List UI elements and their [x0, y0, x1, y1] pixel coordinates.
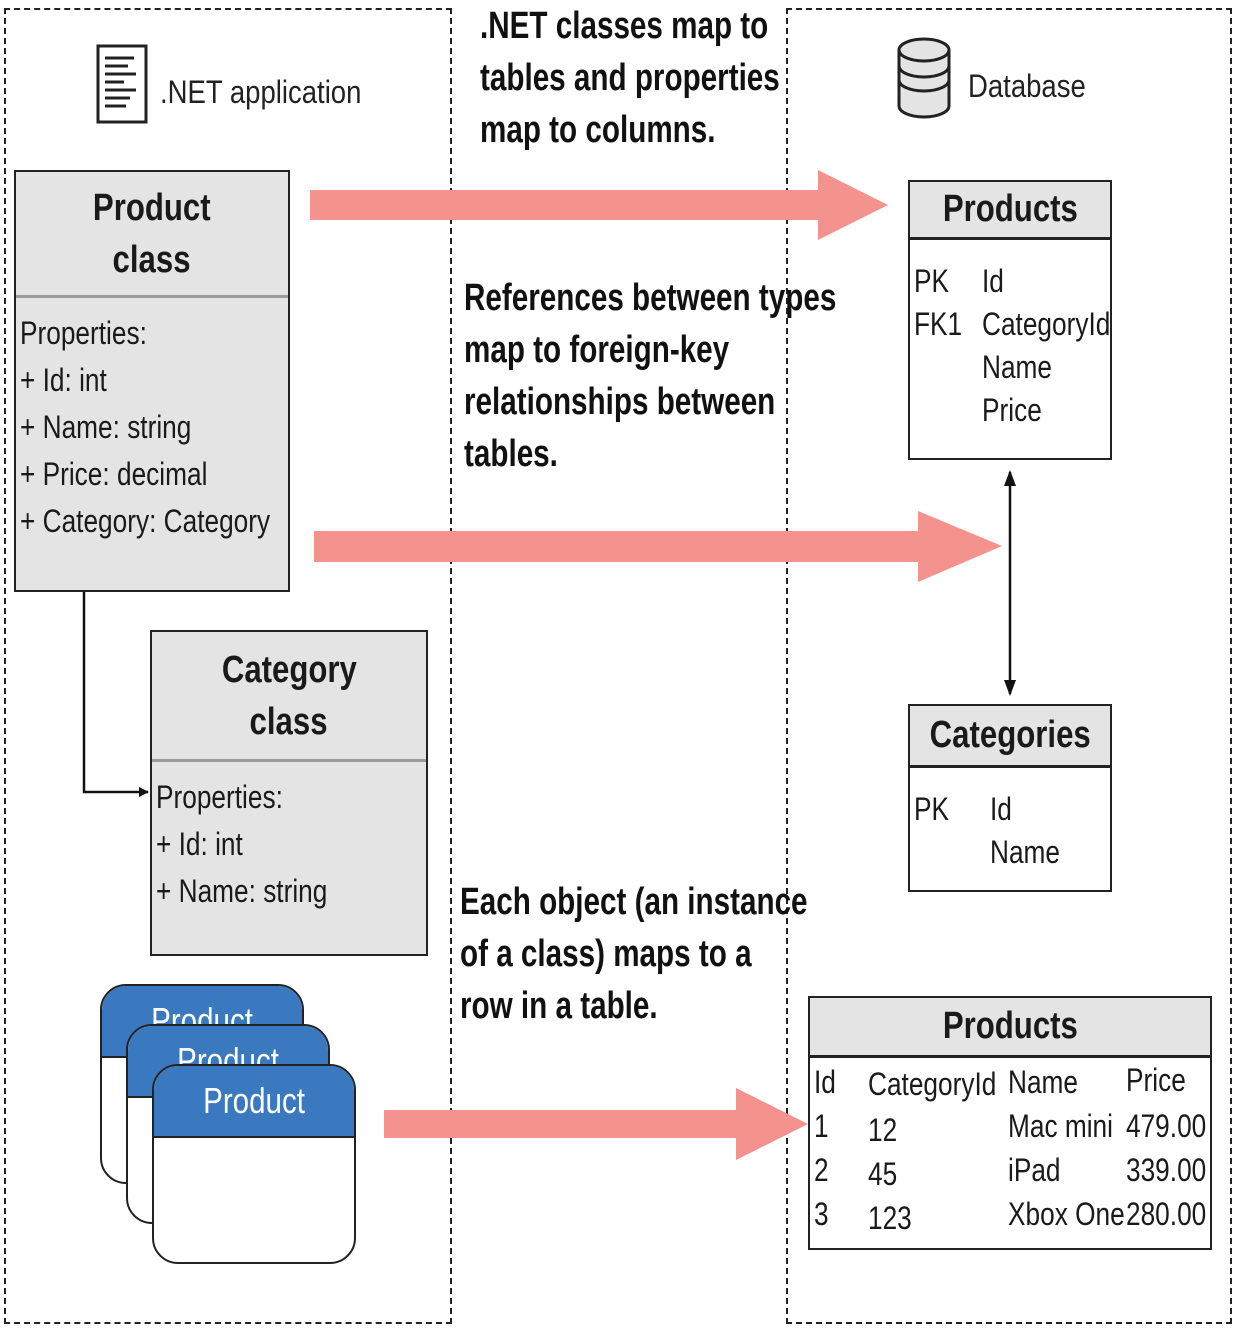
association-line — [82, 592, 149, 797]
object-to-row-arrow — [384, 1088, 808, 1160]
category-class-properties: Properties: + Id: int + Name: string — [152, 762, 426, 915]
table-cell: Mac mini — [1008, 1108, 1113, 1144]
products-table-title: Products — [910, 182, 1110, 240]
property-line: + Id: int — [156, 826, 243, 862]
table-cell: 339.00 — [1126, 1152, 1207, 1188]
app-label: .NET application — [160, 74, 362, 110]
property-line: + Price: decimal — [20, 456, 208, 492]
database-label: Database — [968, 68, 1086, 104]
table-cell: 2 — [814, 1152, 829, 1188]
property-line: Properties: — [156, 779, 283, 815]
table-cell: 12 — [868, 1112, 898, 1148]
property-line: + Name: string — [20, 409, 192, 445]
column-header: CategoryId — [868, 1066, 997, 1102]
table-cell: 3 — [814, 1196, 829, 1232]
database-zone — [786, 8, 1232, 1324]
property-line: + Name: string — [156, 873, 328, 909]
column-header: Name — [1008, 1064, 1078, 1100]
fk-arrowhead-down — [1004, 680, 1016, 696]
table-cell: Xbox One — [1008, 1196, 1125, 1232]
document-icon — [96, 44, 148, 124]
property-line: + Category: Category — [20, 503, 271, 539]
product-object-card: Product — [152, 1064, 356, 1264]
table-cell: 45 — [868, 1156, 898, 1192]
property-line: Properties: — [20, 315, 147, 351]
class-to-table-arrow — [310, 170, 888, 240]
table-cell: 123 — [868, 1200, 912, 1236]
product-class-properties: Properties: + Id: int + Name: string + P… — [16, 298, 288, 545]
table-cell: iPad — [1008, 1152, 1061, 1188]
database-icon — [897, 37, 951, 119]
table-column: Price — [982, 392, 1042, 428]
products-rows-table: Products Id CategoryId Name Price 1 12 M… — [808, 996, 1212, 1250]
table-cell: 479.00 — [1126, 1108, 1207, 1144]
reference-to-fk-arrow — [314, 511, 1002, 582]
table-column: Name — [982, 349, 1052, 385]
categories-table-title: Categories — [910, 706, 1110, 768]
products-rows-title: Products — [810, 998, 1210, 1058]
column-header: Price — [1126, 1062, 1186, 1098]
table-cell: 280.00 — [1126, 1196, 1207, 1232]
table-column: Name — [990, 834, 1060, 870]
column-header: Id — [814, 1064, 836, 1100]
fk-arrowhead-up — [1004, 470, 1016, 486]
property-line: + Id: int — [20, 362, 107, 398]
table-cell: 1 — [814, 1108, 829, 1144]
application-zone — [4, 8, 452, 1324]
